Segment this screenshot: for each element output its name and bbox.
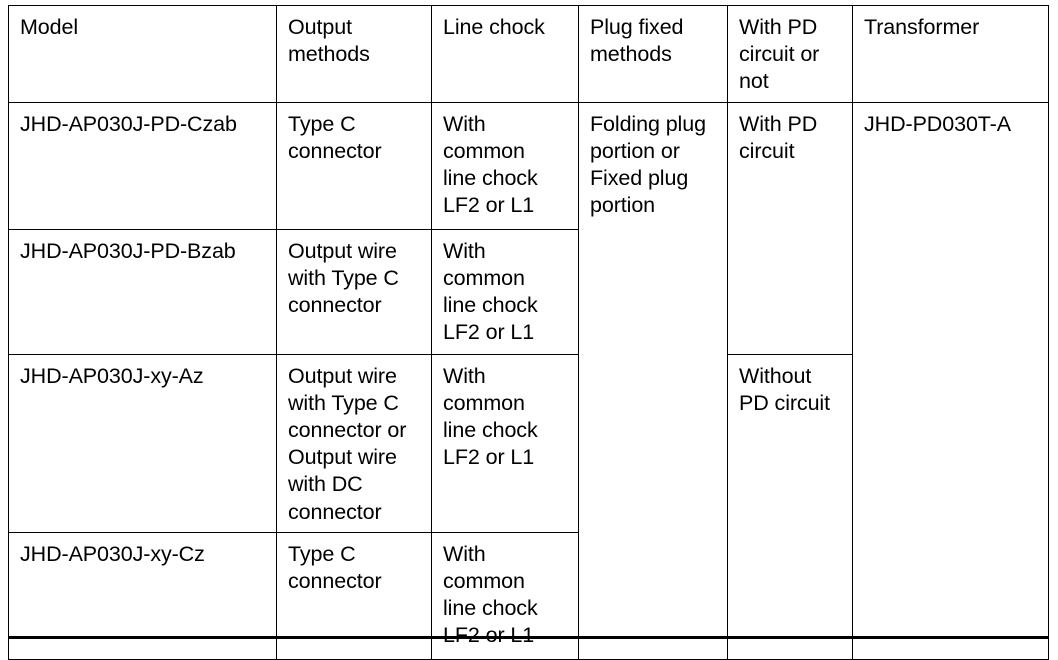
value-line-chock: With common line chock LF2 or L1 [443,541,538,648]
model-specification-table: Model Output methods Line chock Plug fix… [8,5,1049,660]
column-header-line-chock: Line chock [431,5,579,103]
header-label-plug-fixed-methods: Plug fixed methods [590,15,684,67]
cell-model: JHD-AP030J-PD-Czab [8,101,277,230]
value-output-methods: Output wire with Type C connector or Out… [288,363,407,524]
value-pd-circuit-with: With PD circuit [739,111,818,163]
cell-pd-circuit-without-merged: Without PD circuit [727,353,853,660]
value-model: JHD-AP030J-PD-Czab [20,111,237,136]
page-root: Model Output methods Line chock Plug fix… [8,5,1049,660]
header-label-transformer: Transformer [864,15,980,39]
value-plug-fixed-methods: Folding plug portion or Fixed plug porti… [590,111,706,218]
column-header-model: Model [8,5,277,103]
header-label-line-chock: Line chock [443,15,545,39]
table-bottom-rule [8,636,1049,639]
value-line-chock: With common line chock LF2 or L1 [443,111,538,218]
header-label-output-methods: Output methods [288,15,370,67]
cell-line-chock: With common line chock LF2 or L1 [431,228,579,355]
value-pd-circuit-without: Without PD circuit [739,363,830,415]
table-header-row: Model Output methods Line chock Plug fix… [8,5,1049,103]
value-line-chock: With common line chock LF2 or L1 [443,238,538,345]
cell-pd-circuit-with-merged: With PD circuit [727,101,853,355]
cell-line-chock: With common line chock LF2 or L1 [431,531,579,660]
header-label-pd-circuit: With PD circuit or not [739,15,820,94]
cell-model: JHD-AP030J-PD-Bzab [8,228,277,355]
table-row: JHD-AP030J-PD-Bzab Output wire with Type… [8,228,1049,355]
value-output-methods: Type C connector [288,541,382,593]
column-header-transformer: Transformer [852,5,1049,103]
cell-output-methods: Output wire with Type C connector [276,228,432,355]
cell-model: JHD-AP030J-xy-Cz [8,531,277,660]
cell-model: JHD-AP030J-xy-Az [8,353,277,533]
value-line-chock: With common line chock LF2 or L1 [443,363,538,470]
cell-plug-fixed-methods-merged: Folding plug portion or Fixed plug porti… [578,101,728,660]
cell-transformer-merged: JHD-PD030T-A [852,101,1049,660]
cell-output-methods: Output wire with Type C connector or Out… [276,353,432,533]
value-model: JHD-AP030J-xy-Cz [20,541,205,566]
value-transformer: JHD-PD030T-A [864,111,1011,136]
value-output-methods: Output wire with Type C connector [288,238,399,317]
cell-line-chock: With common line chock LF2 or L1 [431,101,579,230]
column-header-pd-circuit: With PD circuit or not [727,5,853,103]
cell-output-methods: Type C connector [276,101,432,230]
table-row: JHD-AP030J-PD-Czab Type C connector With… [8,101,1049,660]
cell-output-methods: Type C connector [276,531,432,660]
header-label-model: Model [20,15,79,39]
column-header-output-methods: Output methods [276,5,432,103]
cell-line-chock: With common line chock LF2 or L1 [431,353,579,533]
value-model: JHD-AP030J-PD-Bzab [20,238,236,263]
column-header-plug-fixed-methods: Plug fixed methods [578,5,728,103]
value-output-methods: Type C connector [288,111,382,163]
value-model: JHD-AP030J-xy-Az [20,363,204,388]
